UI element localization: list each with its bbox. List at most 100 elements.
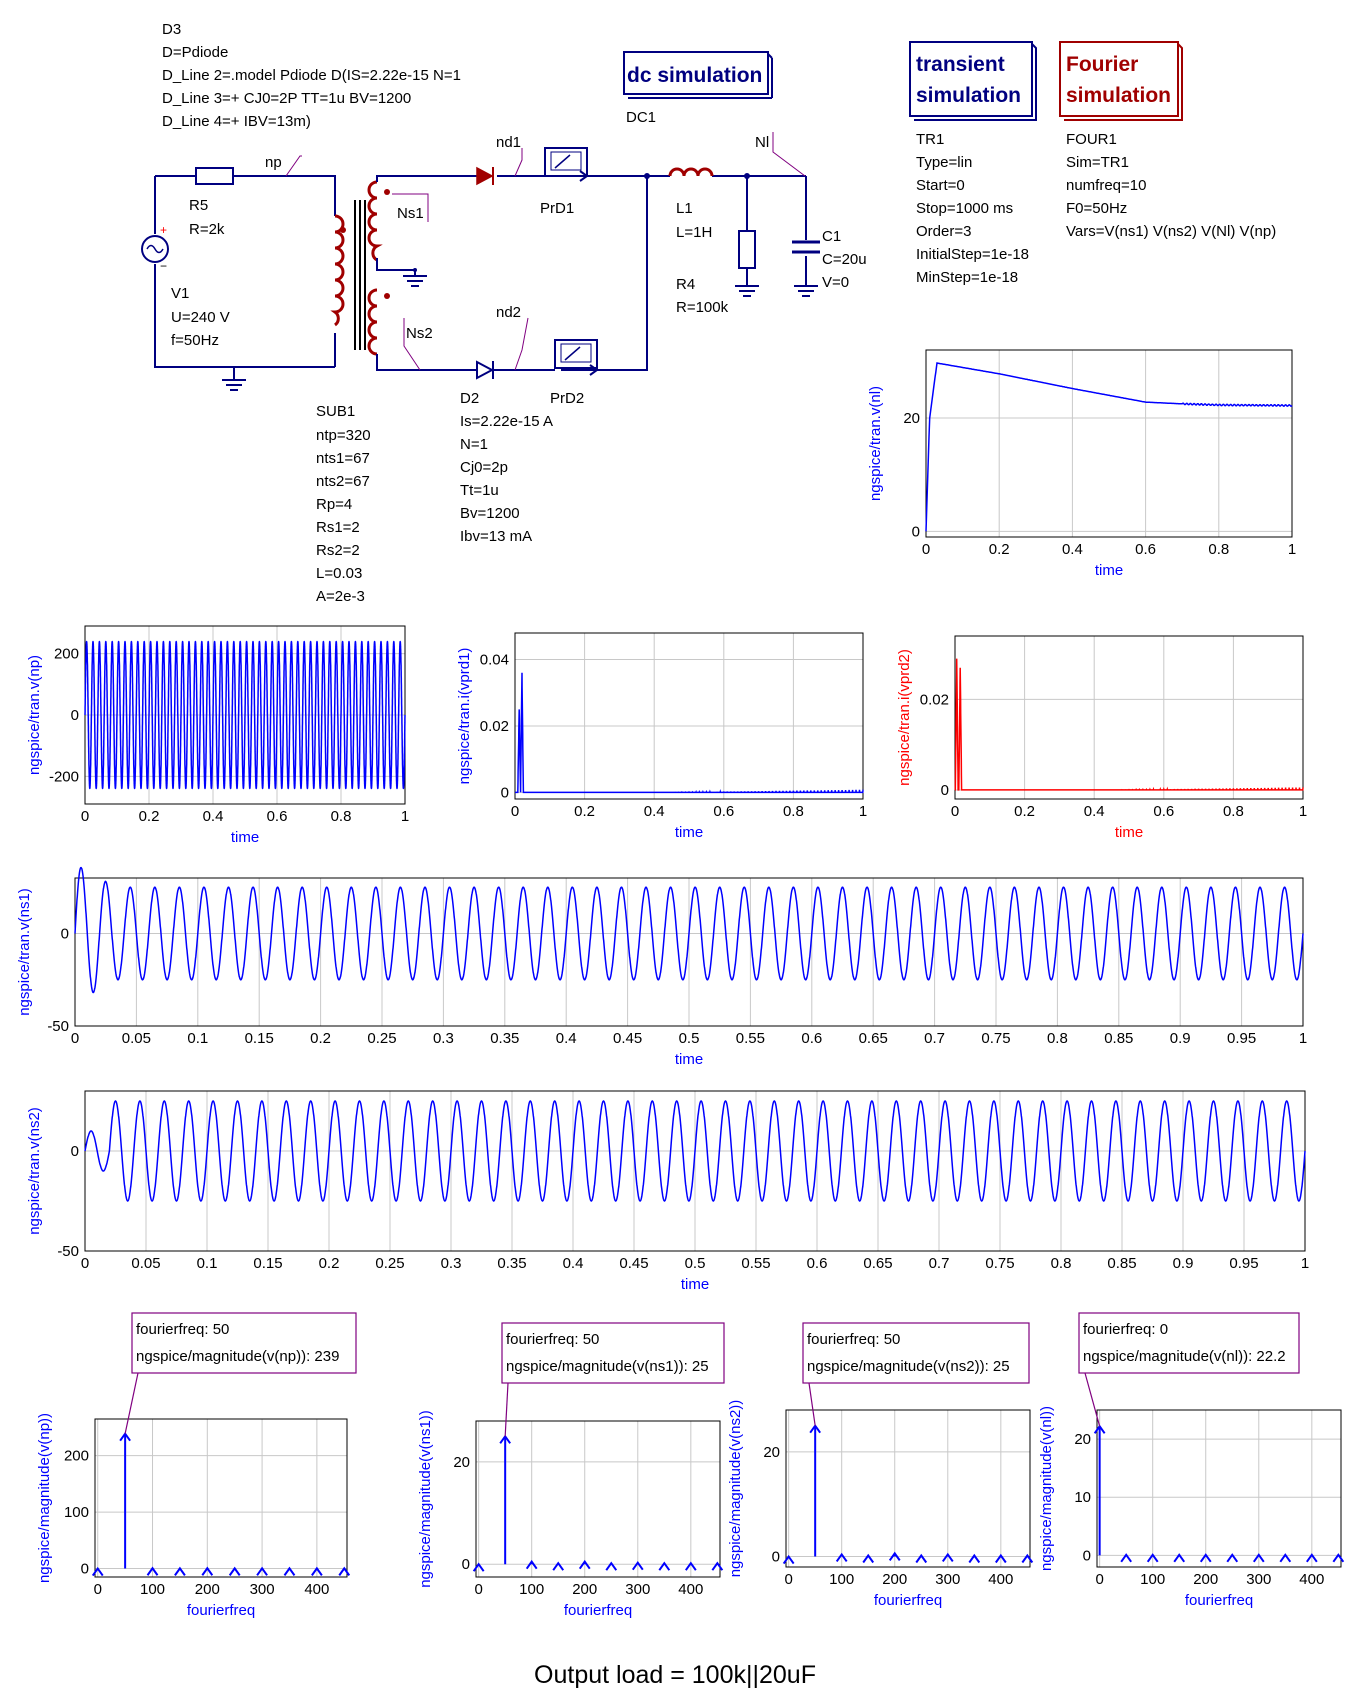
x-tick-label: 100: [1140, 1571, 1165, 1588]
x-axis-label: time: [231, 829, 259, 846]
y-tick-label: 0: [501, 784, 509, 801]
transformer-sub1[interactable]: [330, 180, 390, 356]
spectrum-arrow: [91, 1566, 104, 1577]
spectrum-arrow: [835, 1552, 848, 1563]
svg-text:numfreq=10: numfreq=10: [1066, 177, 1146, 194]
x-tick-label: 1: [1301, 1255, 1309, 1272]
spectrum-arrow: [685, 1561, 697, 1571]
svg-text:Vars=V(ns1) V(ns2) V(Nl) V(np): Vars=V(ns1) V(ns2) V(Nl) V(np): [1066, 223, 1276, 240]
svg-text:Sim=TR1: Sim=TR1: [1066, 154, 1129, 171]
x-tick-label: 100: [140, 1581, 165, 1598]
svg-text:C1: C1: [822, 228, 841, 245]
ac-voltage-source[interactable]: + −: [141, 223, 169, 273]
svg-text:PrD1: PrD1: [540, 200, 574, 217]
x-tick-label: 200: [195, 1581, 220, 1598]
marker-frame: [131, 1312, 357, 1374]
svg-text:N=1: N=1: [460, 436, 488, 453]
spectrum-arrow: [1226, 1553, 1239, 1563]
y-axis-label: ngspice/magnitude(v(np)): [36, 1413, 53, 1583]
spectrum-arrow: [658, 1561, 671, 1571]
svg-text:Ns2: Ns2: [406, 325, 433, 342]
y-axis-label: ngspice/tran.v(np): [26, 655, 43, 775]
plot-frame: [84, 1090, 1306, 1252]
x-tick-label: 0.1: [197, 1255, 218, 1272]
spectrum-arrow: [228, 1566, 241, 1576]
marker-x-text: fourierfreq: 50: [807, 1331, 900, 1348]
svg-text:R4: R4: [676, 276, 695, 293]
ground-icon: [794, 285, 818, 297]
x-tick-label: 1: [859, 803, 867, 820]
x-tick-label: 0.2: [139, 808, 160, 825]
x-axis-label: time: [675, 824, 703, 841]
x-axis-label: time: [1095, 562, 1123, 579]
svg-text:transient: transient: [916, 53, 1005, 76]
x-tick-label: 0: [81, 808, 89, 825]
svg-text:TR1: TR1: [916, 131, 944, 148]
y-tick-label: 0: [462, 1556, 470, 1573]
node-label-ns1: Ns1: [392, 193, 429, 222]
x-tick-label: 0.6: [267, 808, 288, 825]
y-tick-label: 20: [903, 410, 920, 427]
diode-d2[interactable]: [476, 360, 495, 380]
transient-simulation-block[interactable]: transient simulation TR1 Type=lin Start=…: [909, 41, 1037, 286]
x-tick-label: 400: [304, 1581, 329, 1598]
spectrum-arrow: [941, 1552, 954, 1563]
x-axis-label: fourierfreq: [564, 1602, 632, 1619]
svg-text:Tt=1u: Tt=1u: [460, 482, 499, 499]
y-tick-label: 0: [71, 1143, 79, 1160]
svg-text:Start=0: Start=0: [916, 177, 965, 194]
x-tick-label: 0.65: [859, 1030, 888, 1047]
current-probe-prd2[interactable]: PrD2: [550, 339, 599, 407]
marker-leader: [1084, 1372, 1101, 1427]
plot-frame: [74, 877, 1304, 1027]
svg-text:L=0.03: L=0.03: [316, 565, 362, 582]
current-probe-prd1[interactable]: PrD1: [540, 147, 589, 217]
marker-frame: [501, 1322, 725, 1384]
diode-d3[interactable]: [476, 166, 494, 186]
x-tick-label: 0: [94, 1581, 102, 1598]
y-axis-label: ngspice/tran.i(vprd1): [456, 648, 473, 785]
r5-resistor[interactable]: [195, 167, 234, 185]
svg-text:+: +: [160, 223, 167, 237]
svg-text:Is=2.22e-15 A: Is=2.22e-15 A: [460, 413, 553, 430]
x-axis-label: time: [675, 1051, 703, 1068]
marker-y-text: ngspice/magnitude(v(np)): 239: [136, 1348, 339, 1365]
svg-text:U=240 V: U=240 V: [171, 309, 230, 326]
y-tick-label: 0: [912, 523, 920, 540]
spectrum-arrow: [1332, 1553, 1345, 1563]
inductor-l1[interactable]: [668, 167, 714, 177]
spectrum-arrow: [1279, 1553, 1292, 1563]
x-tick-label: 0.95: [1227, 1030, 1256, 1047]
x-tick-label: 0.85: [1107, 1255, 1136, 1272]
spectrum-arrow: [888, 1551, 901, 1561]
x-tick-label: 200: [572, 1581, 597, 1598]
series-line: [74, 866, 1304, 994]
plot-frame: [94, 1418, 348, 1578]
r4-resistor[interactable]: [738, 230, 756, 269]
x-tick-label: 0.75: [981, 1030, 1010, 1047]
fourier-simulation-block[interactable]: Fourier simulation FOUR1 Sim=TR1 numfreq…: [1059, 41, 1276, 240]
dc-simulation-block[interactable]: dc simulation DC1: [623, 51, 773, 126]
svg-text:Rs1=2: Rs1=2: [316, 519, 360, 536]
spectrum-arrow: [525, 1559, 538, 1570]
x-tick-label: 0.6: [1135, 541, 1156, 558]
marker-leader: [124, 1372, 139, 1434]
series-line: [925, 362, 1293, 532]
svg-text:PrD2: PrD2: [550, 390, 584, 407]
capacitor-c1[interactable]: [792, 240, 820, 254]
node-label-ns2: Ns2: [403, 318, 433, 371]
svg-text:Cj0=2p: Cj0=2p: [460, 459, 508, 476]
y-axis-label: ngspice/magnitude(v(ns2)): [727, 1400, 744, 1578]
x-tick-label: 0.05: [122, 1030, 151, 1047]
spectrum-arrow: [256, 1566, 268, 1576]
d2-params: D2 Is=2.22e-15 A N=1 Cj0=2p Tt=1u Bv=120…: [460, 390, 553, 545]
spectrum-arrow: [1146, 1553, 1159, 1563]
x-tick-label: 0.3: [433, 1030, 454, 1047]
spectrum-arrow: [605, 1561, 618, 1571]
y-tick-label: 0: [941, 782, 949, 799]
x-tick-label: 1: [1299, 803, 1307, 820]
spectrum-arrow: [578, 1559, 591, 1570]
x-tick-label: 0.8: [1208, 541, 1229, 558]
y-tick-label: 0: [81, 1561, 89, 1578]
